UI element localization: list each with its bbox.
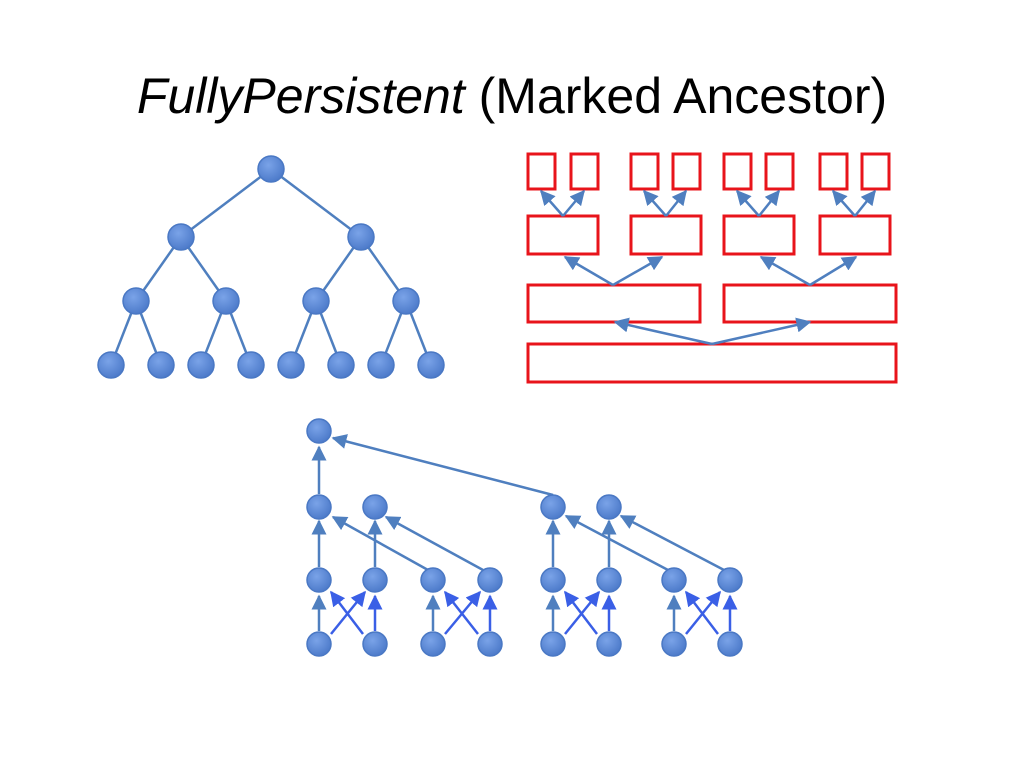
persistent-structure [306,418,743,657]
leaf-box [764,152,795,191]
leaf-box [569,152,600,191]
persistent-node-top [306,418,332,444]
tree-node-root [257,155,285,183]
tree-node [347,223,375,251]
box-hierarchy [526,152,898,384]
root-box [526,342,898,384]
binary-tree-nodes [97,155,445,379]
persistent-node-bottom [661,631,687,657]
tree-node [392,287,420,315]
leaf-box [818,152,849,191]
level2-box [722,283,898,324]
level3-box [526,214,600,256]
persistent-node-bottom [362,631,388,657]
tree-leaf [327,351,355,379]
box-hierarchy-arrows [540,189,876,346]
title-rest: (Marked Ancestor) [464,68,888,124]
persistent-edges [311,434,725,631]
persistent-node [661,567,687,593]
leaf-box [860,152,891,191]
tree-node [167,223,195,251]
leaf-box [722,152,753,191]
persistent-node [420,567,446,593]
persistent-node [596,494,622,520]
level2-box [526,283,702,324]
persistent-node [306,567,332,593]
title-italic: FullyPersistent [136,68,465,124]
tree-leaf [97,351,125,379]
persistent-node-bottom [477,631,503,657]
level3-box [818,214,892,256]
binary-tree [97,155,445,379]
level3-box [722,214,796,256]
tree-leaf [147,351,175,379]
persistent-node [477,567,503,593]
persistent-nodes [306,418,743,657]
persistent-node-bottom [717,631,743,657]
binary-tree-edges [109,168,433,366]
persistent-node-bottom [540,631,566,657]
persistent-cross-arrows [330,590,738,635]
leaf-box [629,152,660,191]
persistent-node-bottom [306,631,332,657]
leaf-box [671,152,702,191]
slide-title: FullyPersistent (Marked Ancestor) [0,66,1024,126]
persistent-node [306,494,332,520]
tree-leaf [277,351,305,379]
persistent-node [717,567,743,593]
persistent-node-bottom [596,631,622,657]
leaf-box [526,152,557,191]
tree-leaf [237,351,265,379]
persistent-node [362,567,388,593]
persistent-node [596,567,622,593]
tree-leaf [367,351,395,379]
tree-node [212,287,240,315]
persistent-node [540,494,566,520]
tree-leaf [417,351,445,379]
persistent-node-bottom [420,631,446,657]
persistent-node [362,494,388,520]
tree-node [122,287,150,315]
tree-node [302,287,330,315]
persistent-node [540,567,566,593]
tree-leaf [187,351,215,379]
level3-box [629,214,703,256]
